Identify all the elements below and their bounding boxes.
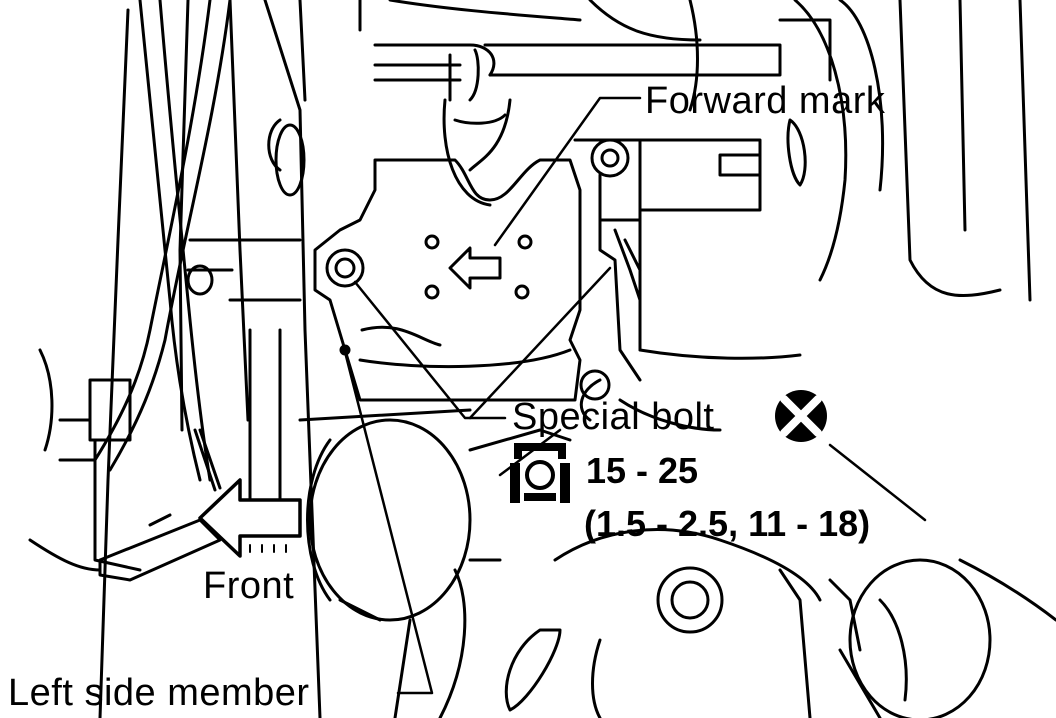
upper-hoses: [373, 0, 832, 207]
forward-mark-label: Forward mark: [645, 80, 886, 122]
front-arrow-hatching: [249, 544, 287, 553]
torque-wrench-icon: [510, 443, 570, 503]
torque-nm-label: 15 - 25: [586, 450, 699, 491]
left-side-member-label: Left side member: [8, 672, 310, 714]
special-bolt-leader-a: [353, 280, 507, 420]
bolt-leader-right: [828, 443, 927, 522]
do-not-reuse-icon: [775, 390, 827, 442]
member-reference-dot: [339, 344, 351, 356]
mount-bracket: [313, 158, 582, 402]
right-bracket: [573, 0, 1032, 382]
electrical-connector: [28, 348, 222, 582]
forward-mark-leader: [493, 96, 642, 247]
front-direction-arrow: [198, 478, 302, 558]
left-side-member-leader: [343, 350, 434, 695]
forward-mark-arrow: [448, 246, 502, 290]
lower-right-assembly: [504, 369, 1056, 718]
crossmember-tube: [306, 418, 572, 718]
special-bolt-label: Special bolt: [512, 396, 715, 438]
special-bolt-leader-b: [468, 266, 612, 420]
wire-harness: [93, 0, 232, 492]
front-label: Front: [203, 565, 295, 607]
left-side-member-frame: [98, 0, 472, 718]
torque-alt-label: (1.5 - 2.5, 11 - 18): [584, 503, 871, 544]
